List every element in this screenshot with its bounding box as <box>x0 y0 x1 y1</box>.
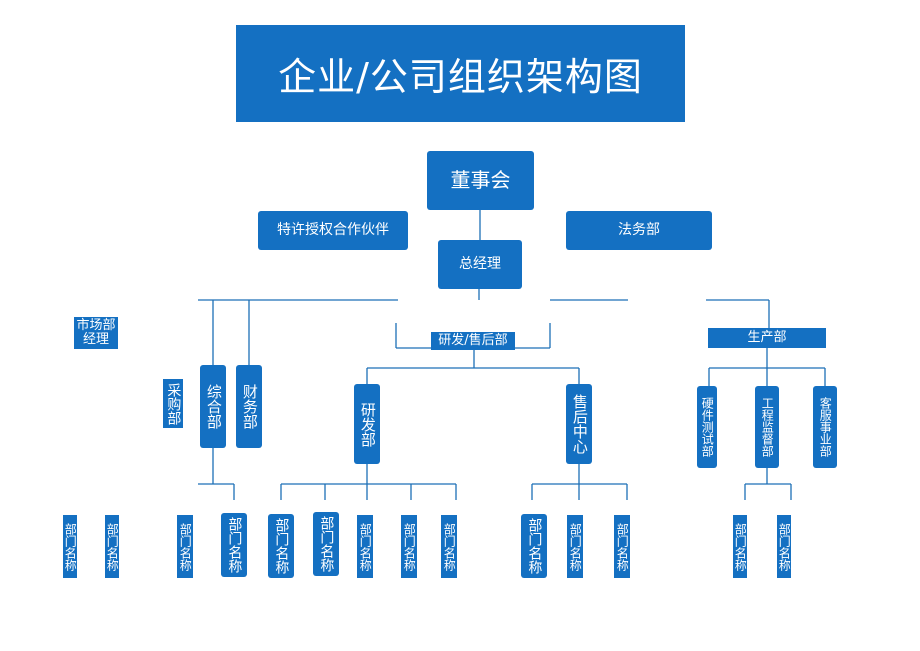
production-header-node: 生产部 <box>708 328 826 348</box>
engineering-supervision-node: 工程监督部 <box>755 386 779 468</box>
dept-name-node: 部门名称 <box>313 512 339 576</box>
dept-name-node: 部门名称 <box>357 515 373 578</box>
dept-name-node: 部门名称 <box>177 515 193 578</box>
legal-node: 法务部 <box>566 211 712 250</box>
customer-service-node: 客服事业部 <box>813 386 837 468</box>
hw-test-node: 硬件测试部 <box>697 386 717 468</box>
general-affairs-node: 综合部 <box>200 365 226 448</box>
dept-name-node: 部门名称 <box>614 515 630 578</box>
page-title: 企业/公司组织架构图 <box>236 25 685 122</box>
purchasing-node: 采购部 <box>163 379 183 428</box>
dept-name-node: 部门名称 <box>268 514 294 578</box>
franchise-node: 特许授权合作伙伴 <box>258 211 408 250</box>
dept-name-node: 部门名称 <box>777 515 791 578</box>
gm-node: 总经理 <box>438 240 522 289</box>
dept-name-node: 部门名称 <box>441 515 457 578</box>
dept-name-node: 部门名称 <box>401 515 417 578</box>
dept-name-node: 部门名称 <box>105 515 119 578</box>
rd-dept-node: 研发部 <box>354 384 380 464</box>
dept-name-node: 部门名称 <box>733 515 747 578</box>
rd-header-node: 研发/售后部 <box>431 332 515 350</box>
board-node: 董事会 <box>427 151 534 210</box>
dept-name-node: 部门名称 <box>63 515 77 578</box>
after-sales-node: 售后中心 <box>566 384 592 464</box>
dept-name-node: 部门名称 <box>567 515 583 578</box>
dept-name-node: 部门名称 <box>521 514 547 578</box>
dept-name-node: 部门名称 <box>221 513 247 577</box>
finance-node: 财务部 <box>236 365 262 448</box>
market-manager-node: 市场部 经理 <box>74 317 118 349</box>
